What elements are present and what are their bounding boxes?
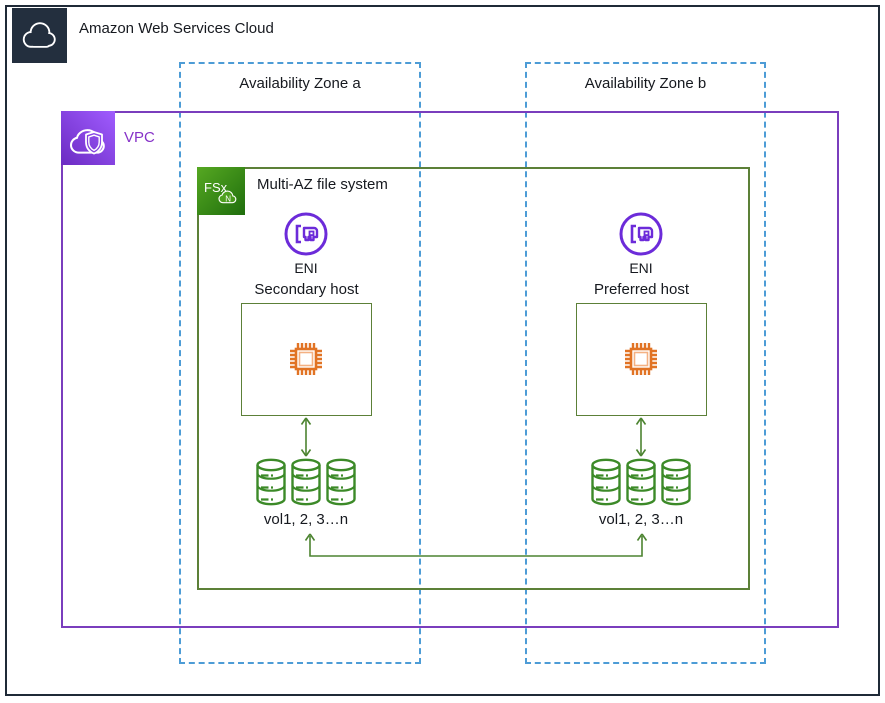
vpc-label: VPC — [124, 129, 155, 146]
availability-zone-b: Availability Zone b — [525, 62, 766, 664]
eni-icon-preferred — [618, 211, 664, 257]
diagram-frame — [5, 5, 880, 696]
secondary-host-label: Secondary host — [254, 281, 359, 298]
cpu-chip-icon-preferred — [617, 335, 665, 383]
multi-az-file-system-boundary — [197, 167, 750, 590]
vpc-cloud-shield-icon — [61, 111, 115, 165]
eni-label-preferred: ENI — [629, 260, 653, 276]
vpc-icon — [61, 111, 115, 165]
fsx-icon-letter: N — [225, 195, 231, 204]
multi-az-file-system-label: Multi-AZ file system — [257, 176, 388, 193]
fsx-netapp-icon: FSx N — [197, 167, 245, 215]
preferred-host-label: Preferred host — [593, 281, 690, 298]
availability-zone-a: Availability Zone a — [179, 62, 421, 664]
volumes-label-preferred: vol1, 2, 3…n — [598, 511, 684, 528]
volumes-label-secondary: vol1, 2, 3…n — [263, 511, 349, 528]
availability-zone-a-label: Availability Zone a — [239, 75, 361, 92]
aws-cloud-title: Amazon Web Services Cloud — [79, 20, 274, 37]
cpu-chip-icon-secondary — [282, 335, 330, 383]
cloud-icon — [22, 22, 56, 48]
fsx-icon-text: FSx — [204, 180, 228, 195]
availability-zone-b-label: Availability Zone b — [584, 75, 707, 92]
eni-label-secondary: ENI — [294, 260, 318, 276]
aws-cloud-icon — [12, 8, 67, 63]
eni-icon-secondary — [283, 211, 329, 257]
vpc-boundary — [61, 111, 839, 628]
fsx-icon: FSx N — [197, 167, 245, 215]
